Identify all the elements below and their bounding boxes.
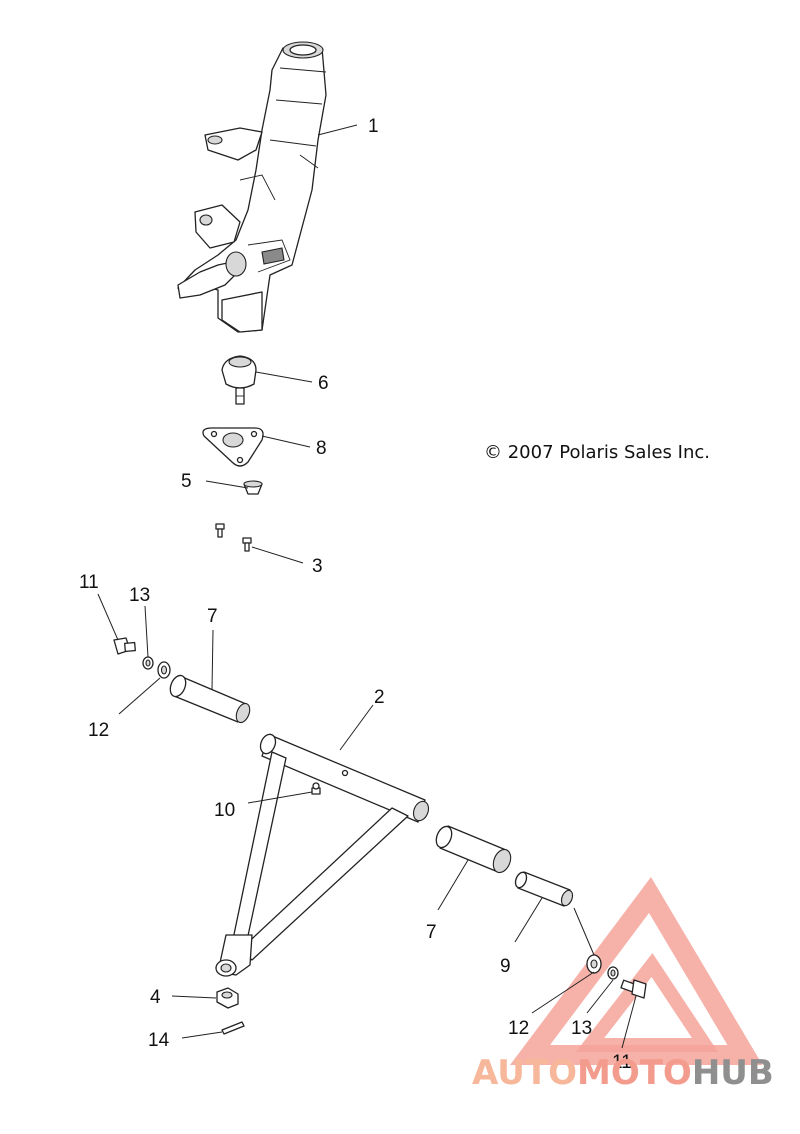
callout-3: 3	[312, 556, 323, 577]
watermark-logo	[510, 877, 763, 1065]
bushing-upper-part-7	[169, 674, 251, 724]
nut-part-4	[216, 987, 239, 1009]
a-arm-part-2	[215, 733, 430, 977]
callout-7-upper: 7	[207, 606, 218, 627]
copyright-notice: © 2007 Polaris Sales Inc.	[484, 442, 710, 463]
watermark-inner-triangle	[575, 952, 719, 1052]
callout-4: 4	[150, 987, 161, 1008]
watermark-wordmark: AUTOMOTOHUB	[472, 1053, 774, 1093]
callout-8: 8	[316, 438, 327, 459]
grease-fitting-part-10	[311, 782, 321, 795]
callout-13-right: 13	[571, 1018, 592, 1039]
bushing-lower-part-7	[435, 825, 512, 874]
callout-13-left: 13	[129, 585, 150, 606]
watermark-auto: AUTO	[472, 1053, 577, 1093]
callout-9: 9	[500, 956, 511, 977]
callout-11-left: 11	[79, 572, 99, 593]
ball-joint-part-6	[221, 355, 257, 405]
callout-7-lower: 7	[426, 922, 437, 943]
callout-12-right: 12	[508, 1018, 529, 1039]
callout-1: 1	[368, 116, 379, 137]
watermark-hub: HUB	[692, 1053, 774, 1093]
callout-5: 5	[181, 471, 192, 492]
cotter-pin-part-14	[221, 1021, 245, 1035]
bolt-left-part-11	[113, 637, 136, 655]
plate-part-8	[202, 427, 264, 467]
callout-labels: 1 2 3 4 5 6 7 7 8 9 10 11 11 12 12 13 13…	[79, 116, 632, 1073]
watermark-moto: MOTO	[577, 1053, 692, 1093]
lockwasher-left-part-13	[142, 656, 154, 670]
callout-11-right: 11	[612, 1052, 632, 1073]
callout-12-left: 12	[88, 720, 109, 741]
lockwasher-right-part-13	[607, 966, 619, 980]
ring-part-5	[243, 480, 263, 495]
spindle-part-1	[177, 41, 327, 333]
callout-10: 10	[214, 800, 235, 821]
leader-lines	[97, 124, 637, 1049]
callout-2: 2	[374, 687, 385, 708]
screws-part-3	[215, 523, 252, 552]
washer-right-part-12	[586, 954, 602, 974]
washer-left-part-12	[157, 661, 171, 679]
callout-14: 14	[148, 1030, 170, 1051]
sleeve-part-9	[514, 871, 574, 907]
callout-6: 6	[318, 373, 329, 394]
bolt-right-part-11	[620, 979, 647, 999]
